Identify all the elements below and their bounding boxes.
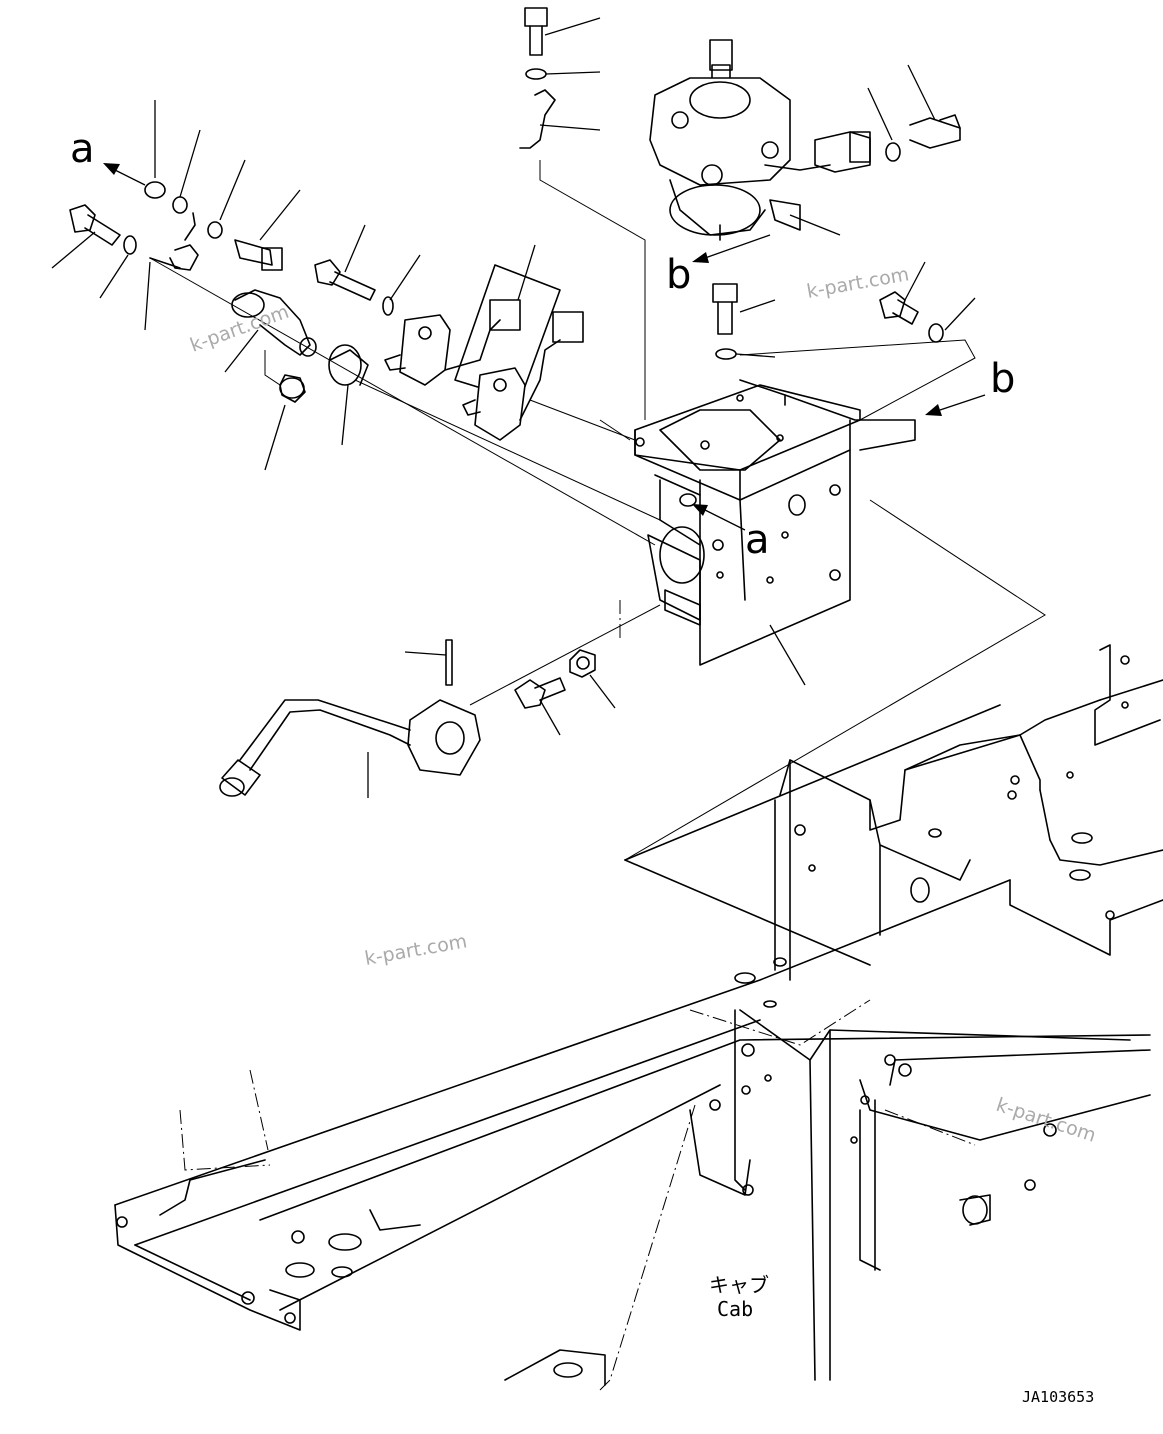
figure-code: JA103653 <box>1022 1388 1094 1406</box>
watermark: k-part.com <box>993 1094 1098 1147</box>
cab-floor-frame <box>114 644 1163 1386</box>
ref-letter-a-left: a <box>70 126 95 172</box>
assembly-lines <box>149 160 1046 861</box>
limit-switches <box>384 264 584 441</box>
arrow-a-left <box>103 163 120 175</box>
phantom-lines <box>179 600 976 1391</box>
cab-label-en: Cab <box>717 1297 753 1321</box>
leader-lines <box>51 17 976 798</box>
ref-letter-a-bracket: a <box>745 517 770 563</box>
hardware-left <box>69 7 961 797</box>
mounting-bracket <box>634 379 916 666</box>
reference-arrows <box>103 163 986 531</box>
watermark: k-part.com <box>805 263 911 303</box>
arrow-b-right <box>925 404 942 416</box>
pilot-valve <box>649 39 871 241</box>
arrow-b-top <box>692 252 709 263</box>
ref-letter-b-top: b <box>666 252 691 298</box>
watermark: k-part.com <box>363 930 469 970</box>
arrow-a-bracket <box>692 504 708 516</box>
ref-letter-b-right: b <box>990 356 1015 402</box>
cab-label-jp: キャブ <box>709 1273 769 1297</box>
